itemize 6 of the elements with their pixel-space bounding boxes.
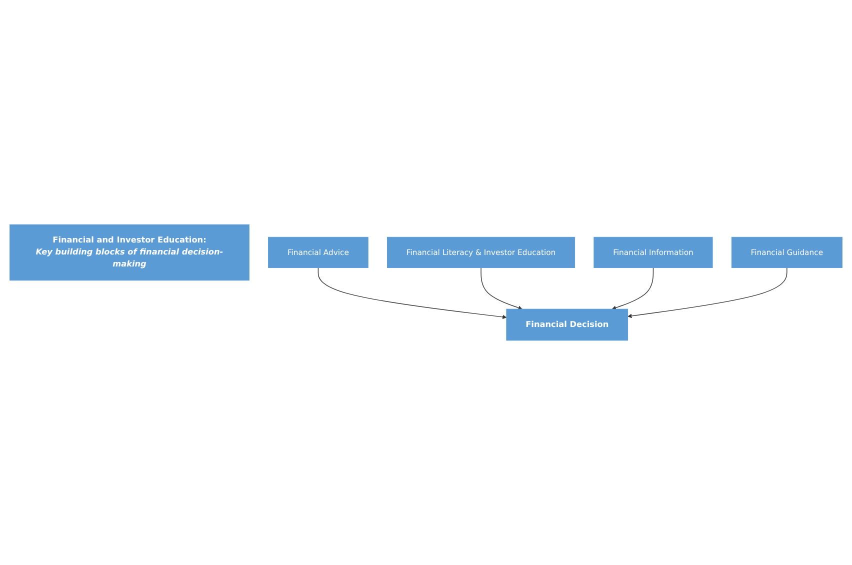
node-box: Financial Decision: [506, 308, 628, 341]
node-box: Financial and Investor Education: Key building blocks of financial decision-making: [10, 224, 250, 281]
arrow: [318, 267, 507, 320]
arrow: [628, 267, 788, 318]
arrow: [612, 267, 654, 310]
arrow: [480, 267, 522, 310]
